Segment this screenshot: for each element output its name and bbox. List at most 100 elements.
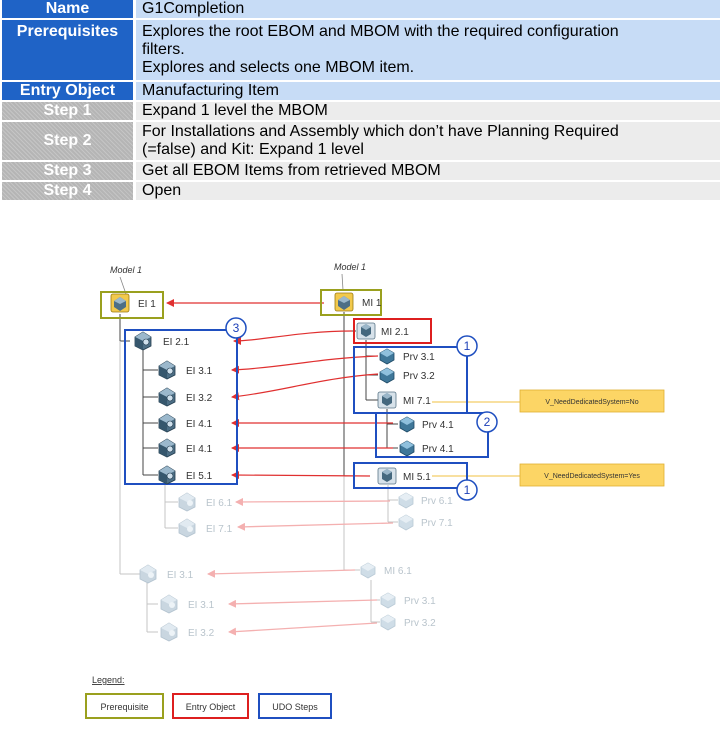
mbom-item-node-faded: MI 6.1 <box>360 562 412 579</box>
mbom-item-icon <box>377 391 397 409</box>
ebom-item-label: EI 4.1 <box>186 419 213 430</box>
mbom-tree-lines-faded <box>343 476 398 623</box>
provided-part-node: Prv 4.1 <box>399 416 454 433</box>
step-marker: 1 <box>456 479 478 501</box>
step-text-line: For Installations and Assembly which don… <box>142 123 619 140</box>
ebom-tree-lines-faded <box>119 341 178 633</box>
ebom-root-node: EI 1 <box>110 293 156 313</box>
legend-label: UDO Steps <box>272 702 318 712</box>
provided-part-label: Prv 3.2 <box>404 618 436 629</box>
link-arrows-faded <box>207 497 394 636</box>
legend-title: Legend: <box>92 675 125 685</box>
provided-part-node-faded: Prv 3.1 <box>380 592 436 609</box>
provided-part-node-faded: Prv 6.1 <box>398 492 453 509</box>
prerequisite-box <box>320 289 382 316</box>
legend-item-udo-steps: UDO Steps <box>258 693 332 719</box>
legend-item-prerequisite: Prerequisite <box>85 693 164 719</box>
prerequisites-line: Explores the root EBOM and MBOM with the… <box>142 23 619 40</box>
step-label: Step 4 <box>2 182 133 200</box>
prerequisites-row: Prerequisites Explores the root EBOM and… <box>2 20 720 80</box>
specification-table: Name G1Completion Prerequisites Explores… <box>2 0 720 202</box>
diagram-canvas <box>85 232 530 662</box>
provided-part-node-faded: Prv 3.2 <box>380 614 436 631</box>
ebom-item-node-faded: EI 6.1 <box>178 492 233 512</box>
provided-part-label: Prv 6.1 <box>421 496 453 507</box>
mbom-root-label: MI 1 <box>362 298 382 309</box>
ebom-item-label: EI 7.1 <box>206 524 233 535</box>
prerequisites-line: filters. <box>142 41 185 58</box>
provided-part-label: Prv 3.1 <box>403 352 435 363</box>
entry-object-box <box>353 318 432 344</box>
model-label-left: Model 1 <box>110 265 142 275</box>
mbom-item-label: MI 6.1 <box>384 566 412 577</box>
ebom-item-label: EI 4.1 <box>186 444 213 455</box>
ebom-tree-lines <box>119 314 158 476</box>
step-marker: 2 <box>476 411 498 433</box>
provided-part-node: Prv 3.1 <box>379 348 435 365</box>
mbom-item-label: MI 5.1 <box>403 472 431 483</box>
model-label-right: Model 1 <box>334 262 366 272</box>
provided-part-node: Prv 3.2 <box>379 367 435 384</box>
provided-part-node-faded: Prv 7.1 <box>398 514 453 531</box>
entry-object-label: Entry Object <box>2 82 133 100</box>
ebom-item-label: EI 3.2 <box>186 393 213 404</box>
mbom-item-icon <box>356 322 376 340</box>
ebom-item-label: EI 3.1 <box>167 570 194 581</box>
ebom-item-node-faded: EI 3.1 <box>139 564 194 584</box>
callout-leaders <box>432 401 520 477</box>
ebom-item-label: EI 2.1 <box>163 337 190 348</box>
entry-object-row: Entry Object Manufacturing Item <box>2 82 720 100</box>
legend-item-entry-object: Entry Object <box>172 693 249 719</box>
step-marker-number: 1 <box>464 483 471 497</box>
ebom-item-label: EI 5.1 <box>186 471 213 482</box>
prerequisites-label: Prerequisites <box>2 20 133 80</box>
step-text: Open <box>136 182 720 200</box>
mbom-item-node: MI 5.1 <box>377 467 431 485</box>
model-leader <box>341 273 344 291</box>
mbom-item-icon <box>377 467 397 485</box>
step-text: Get all EBOM Items from retrieved MBOM <box>136 162 720 180</box>
mbom-item-node: MI 7.1 <box>377 391 431 409</box>
step-row: Step 1 Expand 1 level the MBOM <box>2 102 720 120</box>
link-arrows <box>166 299 393 480</box>
ebom-item-node-faded: EI 3.2 <box>160 622 215 642</box>
legend-label: Prerequisite <box>100 702 148 712</box>
step-marker-number: 2 <box>484 415 491 429</box>
udo-step-1-box <box>353 462 468 489</box>
prerequisites-value: Explores the root EBOM and MBOM with the… <box>136 20 720 80</box>
ebom-item-node-faded: EI 3.1 <box>160 594 215 614</box>
step-label: Step 2 <box>2 122 133 160</box>
callout-text: V_NeedDedicatedSystem=No <box>545 399 638 406</box>
name-row: Name G1Completion <box>2 0 720 18</box>
prerequisite-box <box>100 291 164 319</box>
legend-label: Entry Object <box>186 702 236 712</box>
step-text: For Installations and Assembly which don… <box>136 122 720 160</box>
ebom-item-label: EI 6.1 <box>206 498 233 509</box>
step-text-line: (=false) and Kit: Expand 1 level <box>142 141 364 158</box>
mbom-item-label: MI 2.1 <box>381 327 409 338</box>
name-value: G1Completion <box>136 0 720 18</box>
step-marker: 1 <box>456 335 478 357</box>
ebom-item-label: EI 3.1 <box>186 366 213 377</box>
ebom-item-node: EI 2.1 <box>134 331 190 351</box>
attribute-callout: V_NeedDedicatedSystem=Yes <box>519 463 665 487</box>
step-marker: 3 <box>225 317 247 339</box>
name-label: Name <box>2 0 133 18</box>
provided-part-label: Prv 4.1 <box>422 420 454 431</box>
step-row: Step 2 For Installations and Assembly wh… <box>2 122 720 160</box>
ebom-item-label: EI 3.1 <box>188 600 215 611</box>
step-row: Step 4 Open <box>2 182 720 200</box>
callout-text: V_NeedDedicatedSystem=Yes <box>544 473 640 480</box>
step-marker-number: 1 <box>464 339 471 353</box>
provided-part-label: Prv 7.1 <box>421 518 453 529</box>
ebom-item-label: EI 3.2 <box>188 628 215 639</box>
step-label: Step 1 <box>2 102 133 120</box>
ebom-item-node-faded: EI 7.1 <box>178 518 233 538</box>
ebom-root-label: EI 1 <box>138 299 156 310</box>
mbom-root-node: MI 1 <box>334 292 382 312</box>
mbom-item-node: MI 2.1 <box>356 322 409 340</box>
model-icon <box>110 293 130 313</box>
provided-part-label: Prv 3.1 <box>404 596 436 607</box>
step-text: Expand 1 level the MBOM <box>136 102 720 120</box>
